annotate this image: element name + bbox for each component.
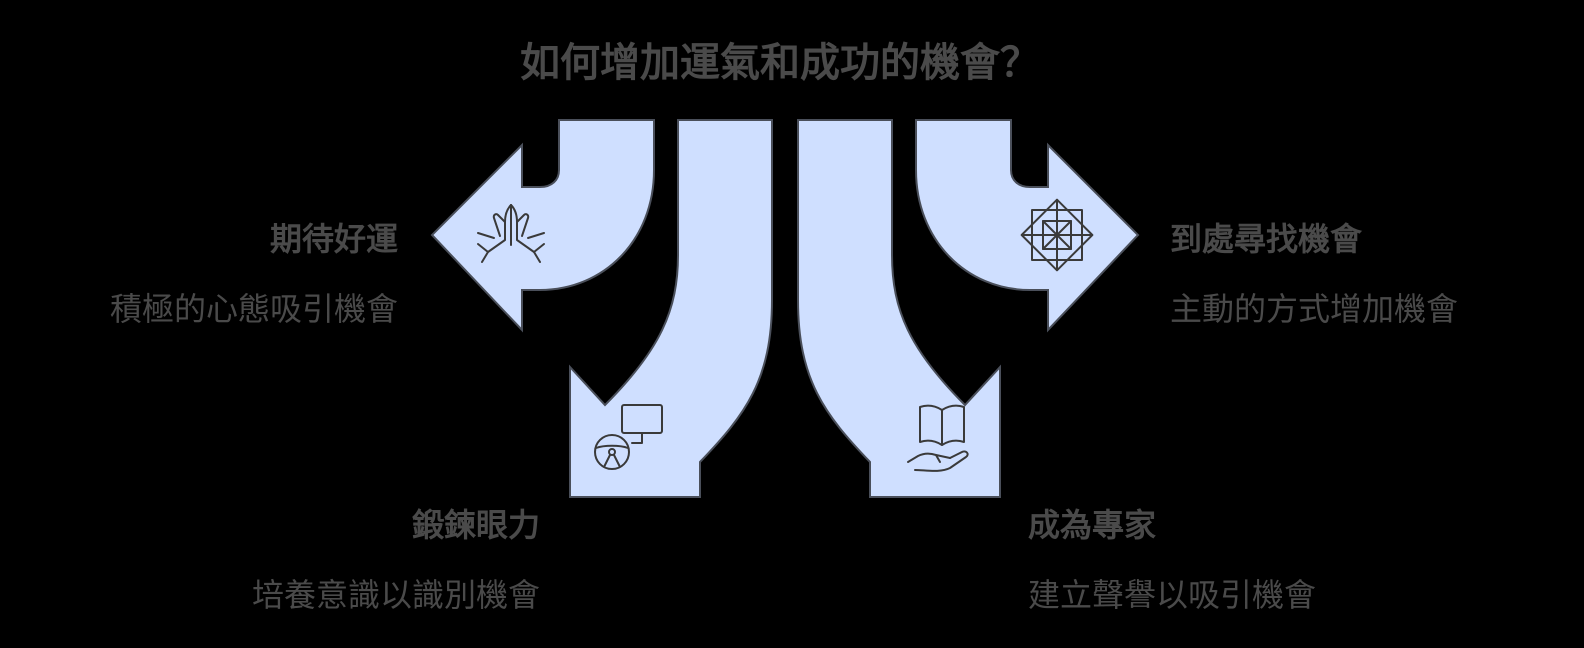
heading-top-right: 到處尋找機會 [1170, 220, 1363, 258]
description-bottom-left: 培養意識以識別機會 [252, 576, 540, 614]
description-top-left: 積極的心態吸引機會 [110, 290, 398, 328]
geometric-star-icon [1020, 198, 1094, 272]
description-bottom-right: 建立聲譽以吸引機會 [1028, 576, 1316, 614]
arrow-bottom-left [569, 119, 773, 498]
book-in-hand-icon [907, 404, 969, 472]
arrow-bottom-right [797, 119, 1001, 498]
heading-bottom-right: 成為專家 [1028, 506, 1156, 544]
heading-bottom-left: 鍛鍊眼力 [412, 506, 540, 544]
arrow-top-right [915, 119, 1140, 333]
diagram-title: 如何增加運氣和成功的機會？ [520, 40, 1040, 86]
description-top-right: 主動的方式增加機會 [1170, 290, 1458, 328]
praying-hands-icon [477, 204, 545, 263]
heading-top-left: 期待好運 [270, 220, 398, 258]
arrow-top-left [430, 119, 655, 333]
steering-wheel-screen-icon [594, 404, 663, 470]
